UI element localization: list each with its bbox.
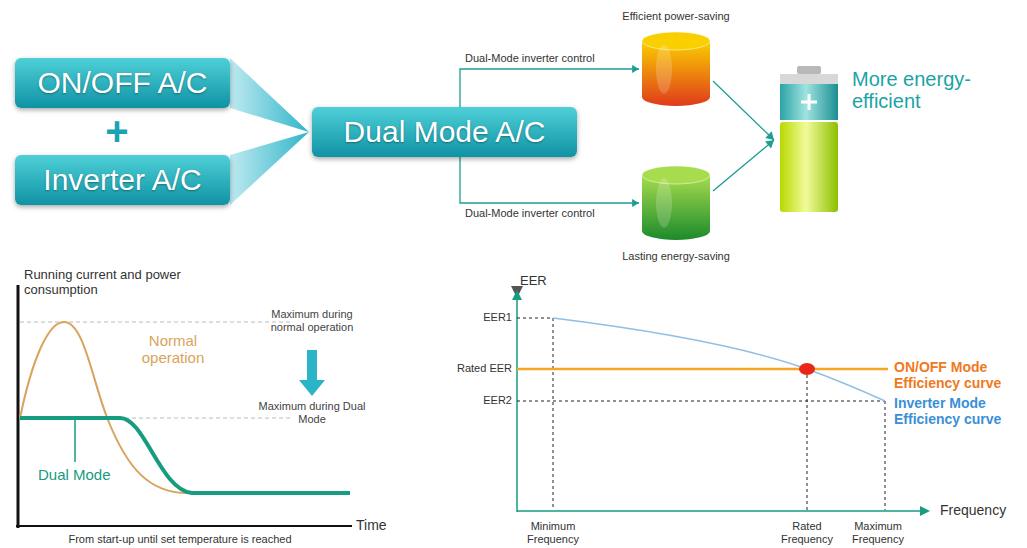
tick-label: Rated Frequency — [767, 520, 847, 545]
battery-caption: More energy-efficient — [852, 68, 1012, 112]
note-text: Maximum during normal operation — [256, 308, 368, 333]
cylinder-heading: Lasting energy-saving — [622, 250, 730, 262]
guide-line — [553, 318, 554, 510]
onoff-curve — [517, 368, 888, 371]
x-axis — [517, 510, 928, 512]
battery-top-cell — [780, 84, 838, 120]
battery-shape — [778, 66, 840, 214]
arrow-head — [765, 140, 774, 149]
guide-line — [807, 369, 808, 510]
box-label: Dual Mode A/C — [344, 115, 546, 149]
axis-label: Time — [356, 517, 406, 533]
box-label: Inverter A/C — [43, 163, 201, 197]
inverter-curve — [553, 318, 885, 401]
axis-head — [920, 506, 930, 516]
axis-title: Running current and power consumption — [24, 268, 194, 298]
arrow-head — [632, 199, 639, 207]
plus-symbol — [801, 94, 817, 110]
dual-mode-curve — [20, 418, 350, 493]
highlight — [656, 178, 672, 227]
cylinder-shape — [642, 166, 710, 240]
connector — [460, 65, 639, 107]
rated-point — [799, 363, 815, 375]
saving-cylinder: Lasting energy-saving — [642, 166, 710, 240]
axis-label: Frequency — [940, 502, 1020, 518]
note-text: Maximum during Dual Mode — [256, 400, 368, 425]
battery-icon: More energy-efficient — [778, 66, 840, 214]
funnel-arrow — [230, 132, 309, 205]
battery-cap — [797, 66, 821, 74]
tick-label: Rated EER — [440, 362, 512, 375]
mode-box: ON/OFF A/C — [15, 58, 230, 108]
cylinder-top — [642, 32, 710, 50]
cylinder-shape — [642, 32, 710, 106]
branch-line — [460, 157, 639, 203]
curve-label: Dual Mode — [38, 466, 128, 483]
leader-line — [74, 420, 76, 462]
edge-label: Dual-Mode inverter control — [464, 207, 596, 220]
cylinder-body — [642, 41, 710, 106]
guide-line — [885, 401, 886, 510]
edge-label: Dual-Mode inverter control — [464, 52, 596, 65]
axis-label: EER — [520, 274, 560, 289]
curve-label: ON/OFF Mode Efficiency curve — [894, 359, 1022, 391]
highlight — [656, 44, 672, 93]
cylinder-heading: Efficient power-saving — [622, 10, 729, 22]
connector — [713, 81, 774, 140]
connector — [713, 140, 774, 191]
battery-rim — [780, 74, 838, 84]
cylinder-top — [642, 166, 710, 184]
tick-label: EER1 — [440, 311, 512, 324]
down-arrow — [299, 350, 325, 396]
merge-line — [713, 140, 774, 191]
y-axis — [516, 295, 518, 512]
y-axis — [17, 285, 20, 528]
merge-line — [713, 81, 774, 140]
connector — [230, 132, 309, 205]
axis-note: From start-up until set temperature is r… — [30, 533, 330, 546]
tick-label: Minimum Frequency — [513, 520, 593, 545]
curve-label: Normal operation — [128, 332, 218, 367]
branch-line — [460, 69, 639, 107]
arrow-head — [632, 65, 639, 73]
connector — [460, 157, 639, 207]
connector — [230, 58, 309, 132]
box-label: ON/OFF A/C — [37, 66, 207, 100]
eer-chart — [512, 290, 930, 516]
cylinder-body — [642, 175, 710, 240]
tick-label: EER2 — [440, 394, 512, 407]
axis-head — [512, 290, 522, 300]
tick-label: Maximum Frequency — [840, 520, 916, 545]
guide-line — [517, 318, 553, 319]
saving-cylinder: Efficient power-saving — [642, 32, 710, 106]
curve-label: Inverter Mode Efficiency curve — [894, 395, 1022, 427]
mode-box: Dual Mode A/C — [312, 107, 577, 157]
x-axis — [16, 525, 352, 527]
mode-box: Inverter A/C — [15, 155, 230, 205]
battery-low-cell — [780, 122, 838, 212]
arrow-head — [765, 131, 774, 140]
plus-sign: + — [102, 108, 132, 154]
guide-line — [517, 401, 885, 402]
funnel-arrow — [230, 58, 309, 132]
